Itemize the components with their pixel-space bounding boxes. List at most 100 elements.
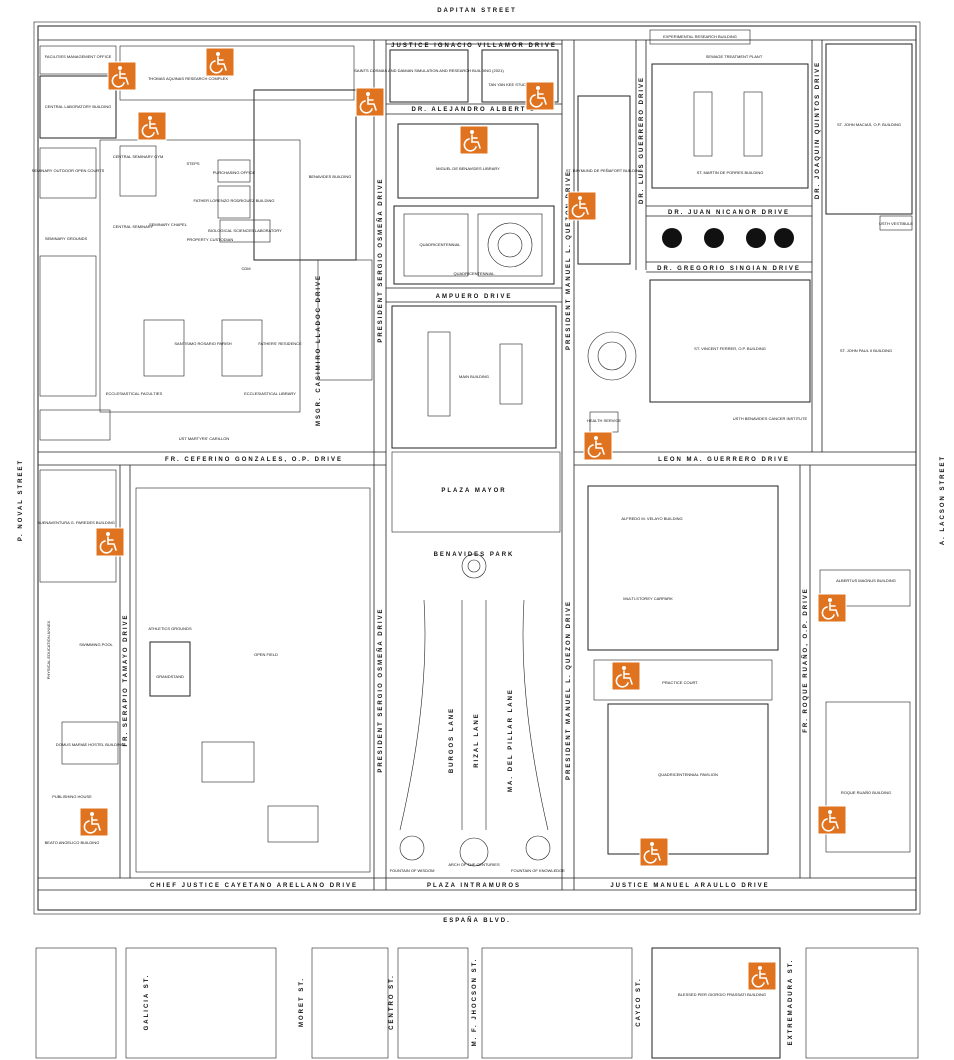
bldg-tan-yan-kee: TAN YAN KEE STUDENT CENTER (488, 82, 551, 87)
drive-albert: DR. ALEJANDRO ALBERT D (412, 107, 537, 113)
bldg-beato-angelico: BEATO ANGELICO BUILDING (45, 840, 100, 845)
label-steps: STEPS (186, 161, 199, 166)
campus-wall (33, 21, 921, 915)
drive-quezon-north: PRESIDENT MANUEL L. QUEZON DRIVE (566, 170, 572, 350)
wheelchair-icon[interactable] (205, 47, 235, 77)
drive-tamayo: FR. SERAPIO TAMAYO DRIVE (123, 613, 129, 746)
bldg-multistorey: MULTI-STOREY CARPARK (623, 596, 673, 601)
lane-rizal: RIZAL LANE (474, 712, 480, 768)
bldg-central-gym: CENTRAL SEMINARY GYM (113, 154, 164, 159)
bldg-property-custodian: PROPERTY CUSTODIAN (187, 237, 234, 242)
wheelchair-icon[interactable] (355, 87, 385, 117)
drive-quintos: DR. JOAQUIN QUINTOS DRIVE (815, 61, 821, 199)
drive-ruano: FR. ROQUE RUAÑO, O.P. DRIVE (802, 587, 809, 733)
bldg-miguel-library: MIGUEL DE BENAVIDES LIBRARY (436, 166, 500, 171)
bldg-sewage: SEWAGE TREATMENT PLANT (706, 54, 763, 59)
label-benavides-park: BENAVIDES PARK (434, 552, 515, 558)
street-espana: ESPAÑA BLVD. (443, 917, 511, 924)
bldg-roque-ruano: ROQUE RUAÑO BUILDING (841, 790, 891, 795)
wheelchair-icon[interactable] (107, 61, 137, 91)
main-building-shape (391, 305, 557, 449)
label-quadricentennial-1: QUADRICENTENNIAL (420, 242, 462, 247)
wheelchair-icon[interactable] (79, 807, 109, 837)
bldg-central-lab: CENTRAL LABORATORY BUILDING (45, 104, 111, 109)
drive-luis-guerrero: DR. LUIS GUERRERO DRIVE (639, 76, 645, 204)
drive-osmena-south: PRESIDENT SERGIO OSMEÑA DRIVE (377, 607, 384, 772)
side-street-galicia: GALICIA ST. (144, 974, 150, 1031)
wheelchair-icon[interactable] (567, 191, 597, 221)
drive-plaza-intramuros: PLAZA INTRAMUROS (427, 883, 521, 889)
bldg-seminary-chapel: SEMINARY CHAPEL (149, 222, 188, 227)
drive-villamor: JUSTICE IGNACIO VILLAMOR DRIVE (391, 43, 557, 49)
drive-araullo: JUSTICE MANUEL ARAULLO DRIVE (610, 883, 769, 889)
bldg-cdm: CDM (241, 266, 250, 271)
wheelchair-icon[interactable] (583, 431, 613, 461)
bldg-seminary-courts: SEMINARY OUTDOOR OPEN COURTS (32, 168, 105, 173)
label-quadricentennial-2: QUADRICENTENNIAL (454, 271, 496, 276)
bldg-thomas-aquinas: THOMAS AQUINAS RESEARCH COMPLEX (148, 76, 228, 81)
wheelchair-icon[interactable] (747, 961, 777, 991)
bldg-st-raymund: ST. RAYMUND DE PEÑAFORT BUILDING (566, 168, 642, 173)
athletics-area (135, 487, 371, 873)
wheelchair-icon[interactable] (525, 81, 555, 111)
street-dapitan: DAPITAN STREET (437, 8, 517, 14)
bldg-father-lorenzo: FATHER LORENZO RODRIGUEZ BUILDING (193, 198, 274, 203)
drive-osmena-north: PRESIDENT SERGIO OSMEÑA DRIVE (377, 177, 384, 342)
label-athletics: ATHLETICS GROUNDS (148, 626, 192, 631)
bldg-st-john-macias: ST. JOHN MACIAS, O.P. BUILDING (837, 122, 901, 127)
bldg-alfredo-velayo: ALFREDO M. VELAYO BUILDING (621, 516, 682, 521)
bldg-purchasing: PURCHASING OFFICE (213, 170, 256, 175)
bldg-cosmas-damian: SAINTS COSMAS AND DAMIAN SIMULATION AND … (354, 68, 504, 73)
drive-singian: DR. GREGORIO SINGIAN DRIVE (657, 266, 801, 272)
wheelchair-icon[interactable] (459, 125, 489, 155)
wheelchair-icon[interactable] (95, 527, 125, 557)
bldg-buenaventura: BUENAVENTURA G. PAREDES BUILDING (37, 520, 115, 525)
side-street-centro: CENTRO ST. (389, 974, 395, 1030)
bldg-usth-cancer: USTH BENAVIDES CANCER INSTITUTE (733, 416, 808, 421)
label-arch-centuries: ARCH OF THE CENTURIES (448, 862, 500, 867)
bldg-quad-pavilion: QUADRICENTENNIAL PAVILION (658, 772, 718, 777)
bldg-eccl-faculties: ECCLESIASTICAL FACULTIES (106, 391, 163, 396)
bldg-santisimo: SANTISIMO ROSARIO PARISH (174, 341, 231, 346)
label-fountain-knowledge: FOUNTAIN OF KNOWLEDGE (511, 868, 565, 873)
bldg-practice-court: PRACTICE COURT (662, 680, 698, 685)
campus-boundary (37, 25, 917, 911)
street-noval: P. NOVAL STREET (18, 459, 24, 541)
drive-lladoc: MSGR. CASIMIRO LLADOC DRIVE (316, 274, 322, 426)
label-fountain-wisdom: FOUNTAIN OF WISDOM (390, 868, 435, 873)
drive-quezon-south: PRESIDENT MANUEL L. QUEZON DRIVE (566, 600, 572, 780)
label-plaza-mayor: PLAZA MAYOR (441, 488, 506, 494)
drive-leon-guerrero: LEON MA. GUERRERO DRIVE (658, 457, 790, 463)
lane-pilar: MA. DEL PILLAR LANE (508, 688, 514, 792)
bldg-ust-martyrs: UST MARTYRS' CARILLON (179, 436, 230, 441)
wheelchair-icon[interactable] (137, 111, 167, 141)
bldg-seminary-grounds: SEMINARY GROUNDS (45, 236, 88, 241)
wheelchair-icon[interactable] (817, 805, 847, 835)
bldg-main: MAIN BUILDING (459, 374, 489, 379)
wheelchair-icon[interactable] (611, 661, 641, 691)
bldg-phys-annex: PHYSICAL EDUCATION ANNEX (46, 620, 51, 679)
bldg-health-service: HEALTH SERVICE (587, 418, 621, 423)
drive-ampuero: AMPUERO DRIVE (436, 294, 513, 300)
bldg-grandstand: GRANDSTAND (156, 674, 184, 679)
lane-burgos: BURGOS LANE (449, 707, 455, 773)
bldg-publishing: PUBLISHING HOUSE (52, 794, 92, 799)
bldg-experimental: EXPERIMENTAL RESEARCH BUILDING (663, 34, 737, 39)
side-street-jhocson: M. F. JHOCSON ST. (472, 958, 478, 1047)
bldg-albertus: ALBERTUS MAGNUS BUILDING (836, 578, 896, 583)
wheelchair-icon[interactable] (817, 593, 847, 623)
bldg-swimming: SWIMMING POOL (79, 642, 113, 647)
side-street-extremadura: EXTREMADURA ST. (788, 959, 794, 1046)
drive-gonzales: FR. CEFERINO GONZALES, O.P. DRIVE (165, 457, 343, 463)
drive-arellano: CHIEF JUSTICE CAYETANO ARELLANO DRIVE (150, 883, 358, 889)
bldg-domus-mariae: DOMUS MARIAE HOSTEL BUILDING (56, 742, 124, 747)
side-street-cayco: CAYCO ST. (636, 977, 642, 1026)
drive-nicanor: DR. JUAN NICANOR DRIVE (668, 210, 790, 216)
label-open-field: OPEN FIELD (254, 652, 278, 657)
wheelchair-icon[interactable] (639, 837, 669, 867)
bldg-st-vincent: ST. VINCENT FERRER, O.P. BUILDING (694, 346, 766, 351)
bldg-facilities: FACILITIES MANAGEMENT OFFICE (45, 54, 112, 59)
side-street-moret: MORET ST. (299, 977, 305, 1027)
bldg-bio-lab: BIOLOGICAL SCIENCES LABORATORY (208, 228, 282, 233)
